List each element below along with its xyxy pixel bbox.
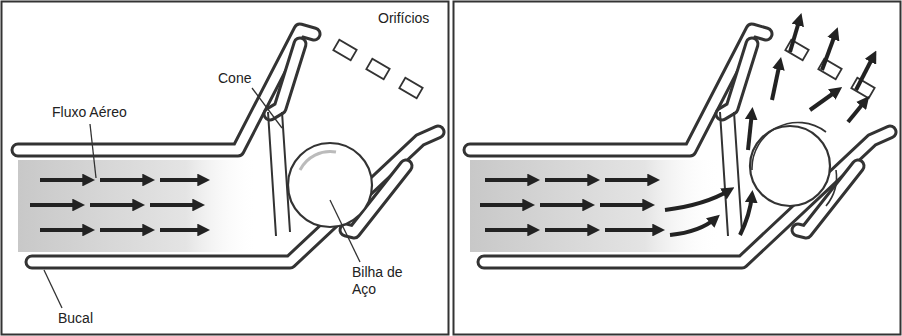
- device-open: [470, 18, 890, 262]
- part-label: Bucal: [58, 310, 128, 327]
- panel-frame: [2, 2, 449, 335]
- leader-lines: [44, 88, 360, 308]
- part-label: Bilha de Aço: [352, 264, 414, 298]
- part-label: Cone: [218, 70, 278, 87]
- part-label: Orifícios: [378, 10, 458, 27]
- flow-label: Fluxo Aéreo: [52, 104, 162, 121]
- panel-frame: [454, 2, 901, 335]
- device-closed: [18, 30, 438, 262]
